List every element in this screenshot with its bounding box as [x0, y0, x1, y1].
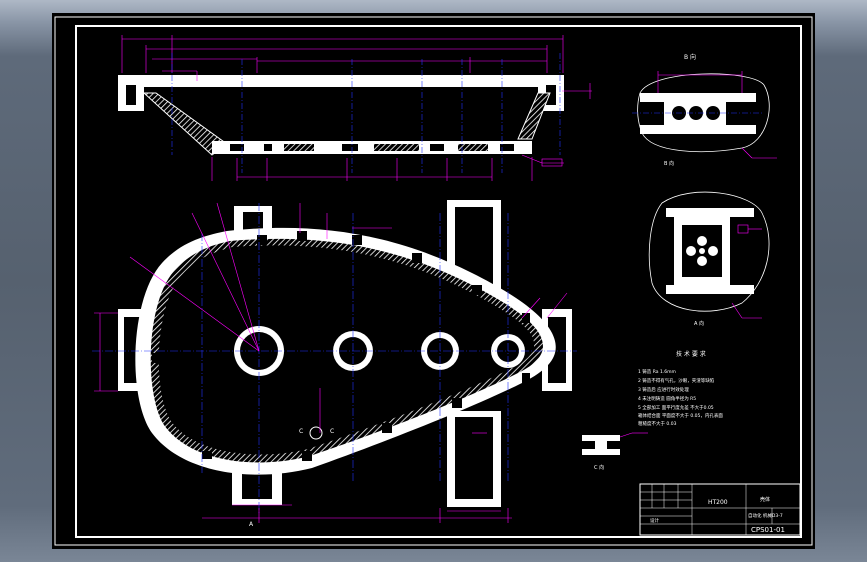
- b-view-label: B 向: [684, 53, 696, 61]
- title-part-name: 壳体: [760, 496, 770, 503]
- tech-item-7: 粗糙度不大于 0.03: [638, 420, 677, 427]
- b-view-detail[interactable]: B 向 B 向: [632, 53, 777, 167]
- tech-title: 技 术 要 求: [676, 350, 706, 358]
- title-drawing-no: CPS01-01: [751, 526, 785, 534]
- outer-frame: [54, 16, 813, 546]
- tech-item-5: 5 全部加工 面平行度允差 不大于0.05: [638, 404, 714, 411]
- technical-requirements: 技 术 要 求 1 铸造 Ra 1.6mm 2 铸造不得有气孔，沙眼，夹渣等缺陷…: [638, 350, 723, 427]
- inner-frame: [75, 25, 802, 538]
- cad-drawing[interactable]: C C A B 向 B 向: [52, 13, 815, 549]
- tech-item-6: 箱体结合面 平面度不大于 0.05，内孔表面: [638, 412, 723, 419]
- tech-item-2: 2 铸造不得有气孔，沙眼，夹渣等缺陷: [638, 377, 715, 384]
- tech-item-4: 4 未注明铸造 圆角半径为 R5: [638, 395, 696, 402]
- title-company: 自动化 机械D3-7: [748, 512, 783, 519]
- tech-item-3: 3 铸造后 应进行时效处理: [638, 386, 689, 393]
- a-view-label: A 向: [694, 320, 704, 327]
- section-c-marker-left: C: [299, 428, 303, 435]
- title-block: HT200 壳体 自动化 机械D3-7 设计 CPS01-01: [639, 483, 801, 536]
- c-view-label: C 向: [594, 464, 604, 471]
- section-c-marker-right: C: [330, 428, 334, 435]
- view-a-marker: A: [249, 521, 254, 528]
- title-material: HT200: [708, 499, 728, 506]
- a-view-detail[interactable]: A 向: [648, 191, 770, 327]
- b-view-bottom-label: B 向: [664, 160, 674, 167]
- c-view-detail[interactable]: C 向: [582, 432, 648, 471]
- main-plan-view[interactable]: C C A: [92, 200, 577, 528]
- tech-item-1: 1 铸造 Ra 1.6mm: [638, 368, 676, 375]
- top-section-view[interactable]: [118, 35, 592, 181]
- title-drawn: 设计: [650, 517, 659, 524]
